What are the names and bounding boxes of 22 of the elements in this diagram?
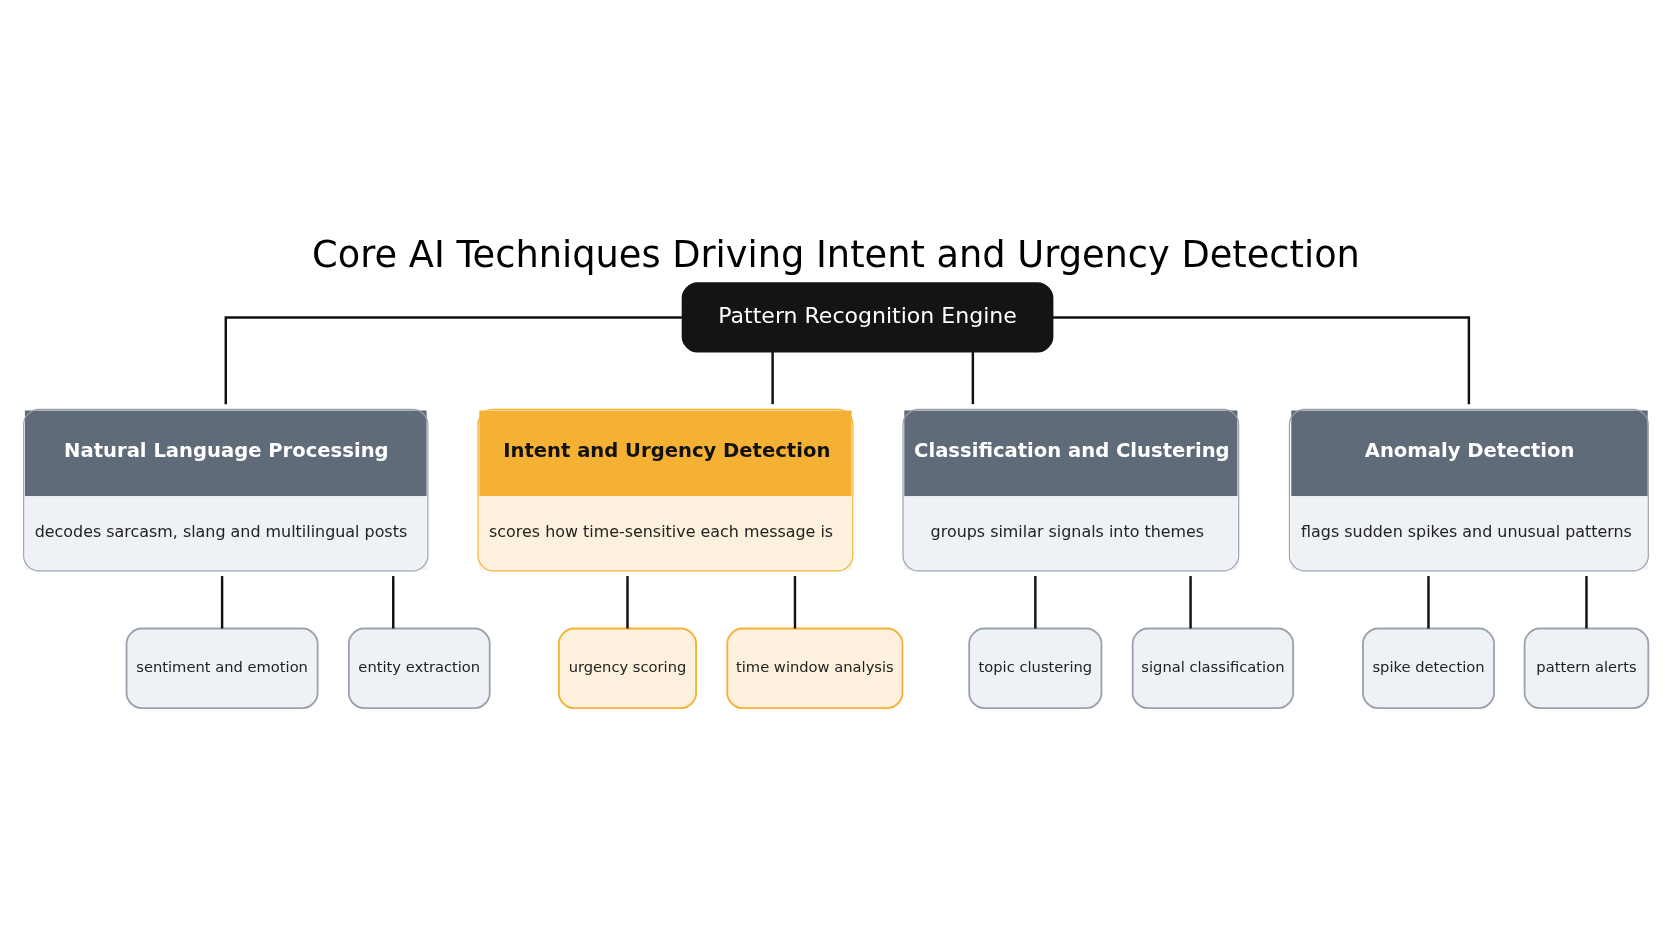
connector (1427, 576, 1430, 629)
node-box: sentiment and emotion (125, 627, 319, 709)
node-box: topic clustering (968, 627, 1103, 709)
node-box: time window analysis (726, 627, 904, 709)
connector (224, 316, 683, 405)
connector (1189, 576, 1192, 629)
connector (1585, 576, 1588, 629)
connector (392, 576, 395, 629)
connector (626, 576, 629, 629)
connector (220, 576, 224, 629)
node-box: pattern alerts (1523, 627, 1650, 709)
connector (771, 351, 774, 405)
connector (1034, 576, 1037, 629)
node-box: entity extraction (347, 627, 491, 709)
node-box: spike detection (1362, 627, 1495, 709)
node-box: signal classification (1131, 627, 1295, 709)
connector (1052, 316, 1471, 405)
node-box: urgency scoring (558, 627, 697, 709)
diagram-title: Core AI Techniques Driving Intent and Urgency Detection (312, 233, 1360, 277)
node-box: Pattern Recognition Engine (681, 282, 1054, 353)
connector (971, 351, 975, 405)
connector (793, 576, 797, 629)
